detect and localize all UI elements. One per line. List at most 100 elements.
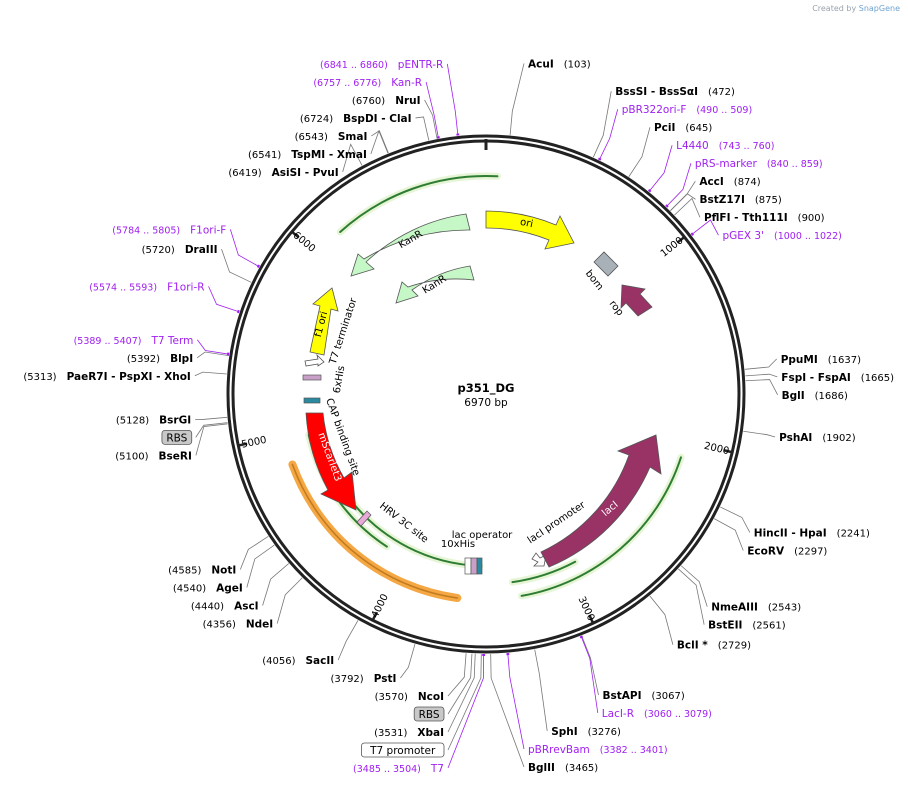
kanr-arrow-1 xyxy=(350,213,471,277)
leader-line xyxy=(743,430,776,438)
leader-line xyxy=(678,568,705,625)
orf-arc-green xyxy=(339,175,499,233)
orf-arc-green xyxy=(511,560,577,584)
f1-ori-arrow xyxy=(309,287,339,356)
leader-line xyxy=(370,129,389,155)
boxed-label: RBS xyxy=(161,429,193,445)
tick-label: 3000 xyxy=(576,595,597,623)
enzyme-label: (6541)TspMI - XmaI xyxy=(248,149,367,161)
leader-line xyxy=(720,506,751,533)
enzyme-label: PflFI - Tth111I(900) xyxy=(704,212,825,224)
boxed-label-text: RBS xyxy=(419,709,440,721)
primer-label: (5574 .. 5593)F1ori-R xyxy=(89,281,204,293)
primer-marks xyxy=(226,133,694,656)
mscarlet3-arrow xyxy=(305,412,357,511)
enzyme-label: (6760)NruI xyxy=(352,95,421,107)
cap-box xyxy=(303,397,321,404)
primer-mark xyxy=(690,232,694,236)
leader-line xyxy=(670,193,696,212)
orf-arc-green xyxy=(349,498,481,567)
enzyme-label: EcoRV(2297) xyxy=(747,545,827,557)
feature-lac-operator: lac operator 10xHis xyxy=(441,530,513,575)
leader-line xyxy=(229,229,260,268)
rop-arrow xyxy=(620,284,653,317)
leader-line xyxy=(598,109,619,161)
enzyme-label: BglI(1686) xyxy=(782,390,848,402)
orf-arc-green xyxy=(520,456,682,597)
enzyme-label: (5100)BseRI xyxy=(115,450,192,462)
hrv-3c-label: HRV 3C site xyxy=(377,501,430,546)
bom-box xyxy=(593,251,619,277)
primer-label: (5784 .. 5805)F1ori-F xyxy=(112,224,226,236)
leader-line xyxy=(666,163,692,207)
leader-line xyxy=(195,422,228,438)
boxed-label-text: RBS xyxy=(166,432,187,444)
primer-mark xyxy=(665,204,669,208)
enzyme-label: BstAPI(3067) xyxy=(602,690,684,702)
primer-mark xyxy=(579,635,584,639)
leader-line xyxy=(239,535,269,570)
leader-line xyxy=(221,248,252,283)
enzyme-label: BstEII(2561) xyxy=(708,620,786,632)
leader-line xyxy=(447,653,485,769)
primer-label: pBRrevBam(3382 .. 3401) xyxy=(528,744,668,756)
primer-label: pBR322ori-F(490 .. 509) xyxy=(622,104,752,116)
leader-line xyxy=(400,643,416,679)
leader-line xyxy=(691,219,719,236)
leader-lines xyxy=(194,63,778,769)
leader-line xyxy=(745,379,778,396)
feature-kanr-inner: KanR xyxy=(395,265,475,304)
enzyme-label: (3570)NcoI xyxy=(375,691,444,703)
snapgene-watermark: Created by SnapGene xyxy=(812,4,900,13)
enzyme-label: HincII - HpaI(2241) xyxy=(754,527,870,539)
orf-halo-orange xyxy=(288,460,462,602)
leader-line xyxy=(674,197,701,218)
primer-mark xyxy=(647,189,652,193)
enzyme-label: SphI(3276) xyxy=(551,726,621,738)
feature-rop: rop xyxy=(607,284,653,318)
leader-line xyxy=(447,653,467,697)
backbone-outer-ring xyxy=(226,134,746,654)
leader-line xyxy=(424,99,438,139)
primer-label: (3485 .. 3504)T7 xyxy=(353,763,444,775)
ori-label: ori xyxy=(519,217,534,230)
enzyme-label: (5720)DraIII xyxy=(142,244,218,256)
enzyme-labels: AcuI(103)BssSI - BssSαI(472)PciI(645)Acc… xyxy=(23,58,894,774)
leader-line xyxy=(745,373,778,378)
enzyme-label: (5313)PaeR7I - PspXI - XhoI xyxy=(23,371,191,383)
leader-line xyxy=(534,649,548,732)
enzyme-label: AccI(874) xyxy=(699,176,760,188)
tick-label: 5000 xyxy=(240,435,267,451)
leader-line xyxy=(592,91,612,158)
snapgene-brand: SnapGene xyxy=(858,4,900,13)
primer-label: (6757 .. 6776)Kan-R xyxy=(313,77,422,89)
primer-label: (6841 .. 6860)pENTR-R xyxy=(320,59,443,71)
plasmid-size: 6970 bp xyxy=(464,397,508,409)
leader-line xyxy=(337,620,359,661)
enzyme-label: (6543)SmaI xyxy=(295,131,368,143)
leader-line xyxy=(425,81,439,139)
leader-line xyxy=(262,563,290,606)
enzyme-label: (4540)AgeI xyxy=(173,583,243,595)
enzyme-label: BglII(3465) xyxy=(528,762,598,774)
leader-line xyxy=(276,577,303,624)
enzyme-label: PshAI(1902) xyxy=(779,432,856,444)
leader-line xyxy=(415,116,430,141)
6xhis-box xyxy=(302,374,322,381)
boxed-label-bg xyxy=(360,742,445,758)
leader-line xyxy=(670,181,696,211)
leader-line xyxy=(342,143,363,173)
enzyme-label: PpuMI(1637) xyxy=(781,354,861,366)
t7-terminator-arrow xyxy=(304,353,325,367)
boxed-label: RBS xyxy=(413,706,445,722)
enzyme-label: (4356)NdeI xyxy=(203,619,274,631)
leader-line xyxy=(447,653,482,751)
leader-line xyxy=(447,653,473,715)
feature-ori: ori xyxy=(485,210,575,250)
primer-label: pRS-marker(840 .. 859) xyxy=(695,158,823,170)
leader-line xyxy=(680,565,708,607)
enzyme-label: (4056)SacII xyxy=(262,655,334,667)
tick-label: 1000 xyxy=(659,235,686,259)
tick-label: 4000 xyxy=(370,592,391,620)
